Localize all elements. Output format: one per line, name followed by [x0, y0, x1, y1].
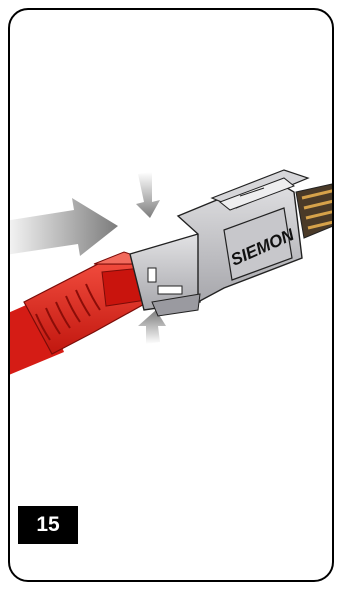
press-down-arrow-icon: [136, 172, 160, 218]
push-arrow-icon: [10, 198, 118, 256]
press-up-arrow-icon: [138, 310, 166, 344]
instruction-card: SIEMON 15: [8, 8, 334, 582]
step-number-badge: 15: [18, 506, 78, 544]
cable-boot: [10, 251, 155, 375]
plug-body: SIEMON: [129, 169, 332, 317]
connector-illustration: SIEMON: [10, 169, 332, 375]
